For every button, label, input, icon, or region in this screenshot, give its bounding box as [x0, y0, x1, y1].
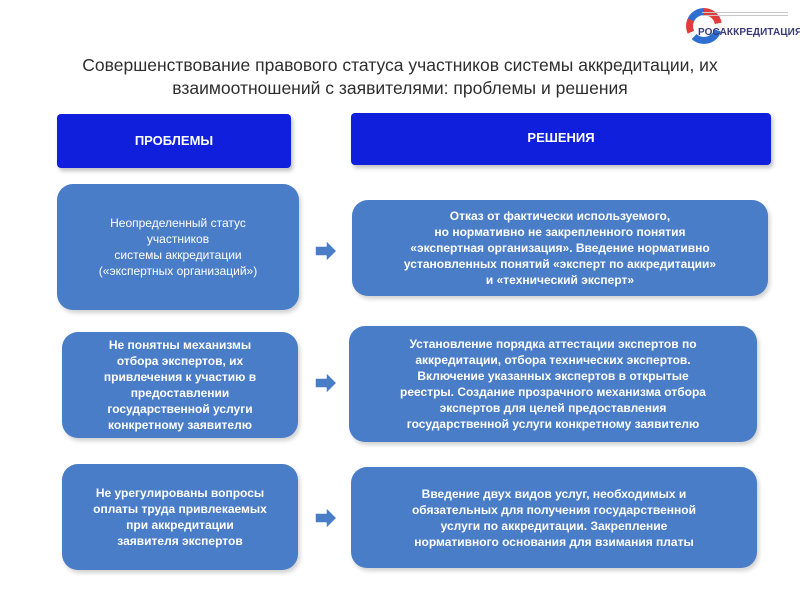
problem-text-2: Не понятны механизмы отбора экспертов, и…: [103, 338, 257, 432]
solution-text-3: Введение двух видов услуг, необходимых и…: [411, 486, 697, 549]
logo-text: РОСАККРЕДИТАЦИЯ: [698, 27, 800, 38]
problem-text-3: Не урегулированы вопросы оплаты труда пр…: [93, 486, 267, 548]
solution-text-2: Установление порядка аттестации эксперто…: [400, 337, 706, 431]
problem-text-1: Неопределенный статус участников системы…: [98, 216, 258, 278]
right-arrow-icon: [314, 506, 338, 530]
logo-decor-lines: [702, 12, 788, 13]
right-arrow-icon: [314, 239, 338, 263]
right-arrow-icon: [314, 371, 338, 395]
rosaccreditation-logo: РОСАККРЕДИТАЦИЯ: [686, 6, 800, 48]
problem-box-1: Неопределенный статус участников системы…: [57, 184, 299, 310]
problems-header-label: ПРОБЛЕМЫ: [134, 133, 214, 148]
solutions-header-label: РЕШЕНИЯ: [527, 130, 595, 145]
slide-title: Совершенствование правового статуса учас…: [82, 55, 718, 98]
logo-ring-icon: [686, 8, 722, 44]
solution-box-3: Введение двух видов услуг, необходимых и…: [351, 467, 757, 568]
problems-header: ПРОБЛЕМЫ: [57, 114, 291, 168]
solution-text-1: Отказ от фактически используемого, но но…: [403, 209, 717, 287]
solution-box-1: Отказ от фактически используемого, но но…: [352, 200, 768, 296]
problem-box-3: Не урегулированы вопросы оплаты труда пр…: [62, 464, 298, 570]
problem-box-2: Не понятны механизмы отбора экспертов, и…: [62, 332, 298, 438]
solution-box-2: Установление порядка аттестации эксперто…: [349, 326, 757, 442]
solutions-header: РЕШЕНИЯ: [351, 113, 771, 165]
